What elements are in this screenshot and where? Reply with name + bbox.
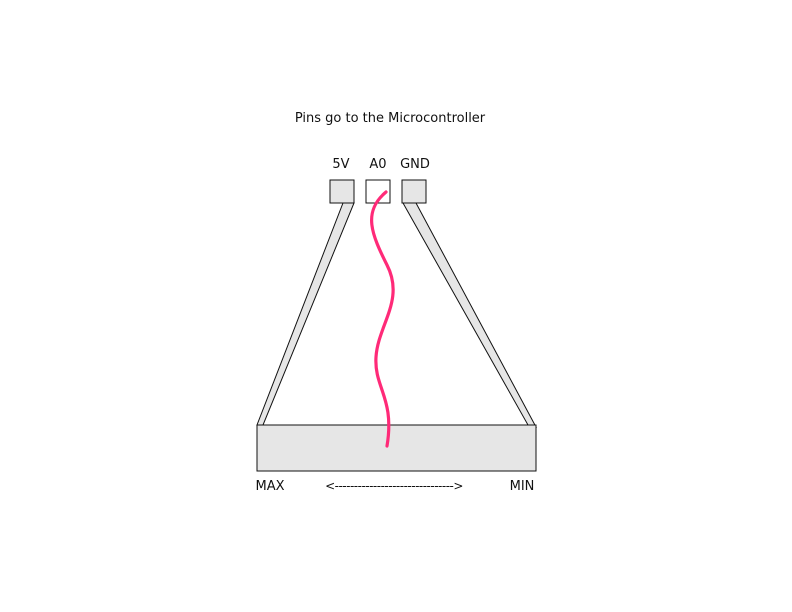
wiper-wire — [370, 190, 395, 448]
pin-label-a0: A0 — [369, 157, 386, 172]
pin-gnd — [401, 179, 427, 204]
resistive-track — [256, 424, 537, 472]
diagram-title: Pins go to the Microcontroller — [295, 111, 486, 126]
right-lead-gnd — [402, 202, 537, 428]
left-lead-5v — [256, 202, 355, 426]
min-label: MIN — [510, 479, 535, 494]
max-label: MAX — [255, 479, 284, 494]
pin-label-gnd: GND — [400, 157, 430, 172]
pin-5v — [329, 179, 355, 204]
pin-label-5v: 5V — [332, 157, 349, 172]
range-arrow: <-------------------------------> — [325, 479, 463, 493]
